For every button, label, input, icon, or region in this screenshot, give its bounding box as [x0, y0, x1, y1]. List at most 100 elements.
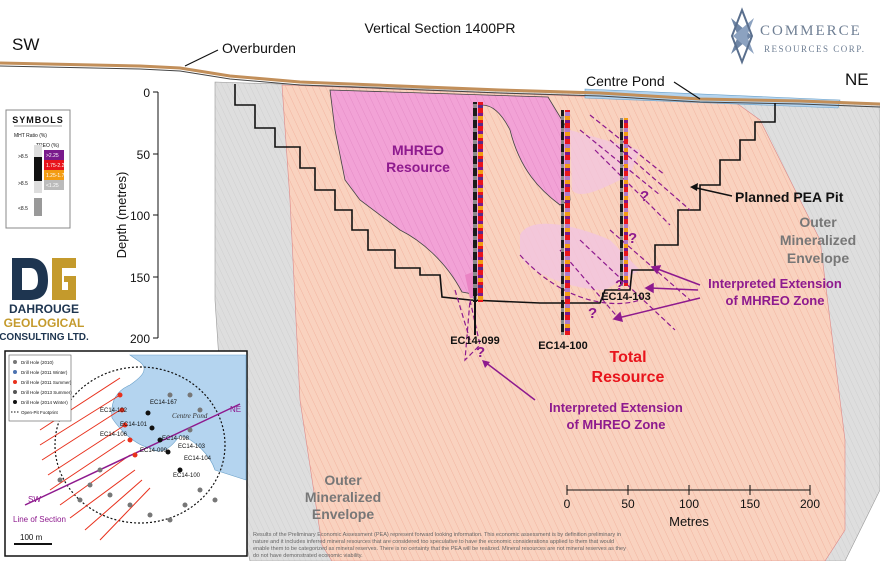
question-mark: ? [476, 344, 485, 361]
inset-pit-footprint [54, 366, 226, 524]
surface-line [0, 65, 880, 108]
inset-map: Drill Hole (2010) Drill Hole (2011 Winte… [4, 350, 248, 557]
interp-bottom-arrow [484, 361, 536, 401]
question-mark: ? [640, 188, 649, 205]
disclaimer-line: do not have demonstrated economic viabil… [253, 553, 363, 559]
inset-legend-item: Open-Pit Footprint [21, 410, 59, 415]
outer-envelope-right-3: Envelope [787, 250, 849, 266]
inset-hole-label: EC14-100 [173, 473, 201, 479]
interp-bottom-label-1: Interpreted Extension [549, 400, 683, 415]
scale-label: Metres [669, 514, 709, 529]
treo-item: 1.25-1.75 [46, 173, 67, 179]
dahrouge-line1: DAHROUGE [9, 302, 79, 316]
depth-axis-label: Depth (metres) [114, 172, 129, 259]
scale-tick: 0 [564, 497, 571, 511]
outer-envelope-right-2: Mineralized [780, 232, 856, 248]
inset-hole-label: EC14-103 [178, 444, 206, 450]
planned-pea-pit-outline [234, 84, 776, 304]
interp-bottom-label-2: of MHREO Zone [567, 417, 666, 432]
inset-ne: NE [230, 405, 241, 414]
inset-legend-item: Drill Hole (2014 Winter) [21, 400, 68, 405]
centre-pond-leader [673, 81, 701, 100]
question-mark: ? [628, 230, 637, 247]
drillhole-ec14-100 [561, 110, 570, 335]
inset-hole-label: EC14-167 [150, 400, 178, 406]
scale-tick: 50 [621, 497, 635, 511]
symbols-mht-title: MHT Ratio (%) [14, 133, 47, 139]
inset-legend-item: Drill Hole (2010) [21, 360, 54, 365]
inset-hole-label: EC14-099 [140, 448, 168, 454]
symbols-title: SYMBOLS [12, 115, 64, 125]
depth-tick: 150 [130, 271, 150, 285]
dahrouge-line2: GEOLOGICAL [4, 316, 85, 330]
scale-tick: 100 [679, 497, 699, 511]
inset-line-of-section-label: Line of Section [13, 515, 66, 524]
planned-pit-arrow [691, 186, 733, 197]
depth-tick: 100 [130, 209, 150, 223]
scale-bar: 0 50 100 150 200 Metres [564, 485, 820, 529]
symbols-treo-title: TREO (%) [36, 143, 59, 149]
depth-axis: 0 50 100 150 200 Depth (metres) [114, 86, 159, 346]
inset-hole-label: EC14-101 [120, 422, 148, 428]
drillhole-label-103: EC14-103 [601, 291, 651, 303]
depth-tick: 200 [130, 332, 150, 346]
total-resource-label-2: Resource [592, 369, 665, 386]
inset-sw: SW [28, 495, 41, 504]
inset-drill-points [57, 392, 218, 523]
overburden-label: Overburden [222, 40, 296, 56]
commerce-subtitle: RESOURCES CORP. [764, 44, 866, 54]
treo-item: >2.25 [46, 153, 59, 159]
total-resource-label-1: Total [609, 349, 646, 366]
interp-bottom-arrowhead [482, 360, 490, 368]
inset-legend-item: Drill Hole (2011 Summer) [21, 380, 72, 385]
section-title: Vertical Section 1400PR [365, 20, 516, 36]
scale-tick: 200 [800, 497, 820, 511]
mhreo-resource-label-2: Resource [386, 159, 450, 175]
question-mark: ? [615, 277, 624, 294]
inset-line-of-section [24, 403, 241, 506]
disclaimer-line: enable them to be categorized as mineral… [253, 546, 626, 552]
commerce-logo: COMMERCE RESOURCES CORP. [730, 7, 866, 65]
commerce-name: COMMERCE [760, 23, 862, 39]
drillhole-ec14-103 [620, 118, 628, 286]
inset-legend-item: Drill Hole (2011 Winter) [21, 370, 68, 375]
depth-tick: 0 [143, 86, 150, 100]
inset-hole-label: EC14-106 [100, 432, 128, 438]
interp-right-label-2: of MHREO Zone [726, 293, 825, 308]
outer-envelope-left-1: Outer [324, 472, 362, 488]
scale-tick: 150 [740, 497, 760, 511]
disclaimer: Results of the Preliminary Economic Asse… [253, 532, 626, 559]
inset-hole-label: EC14-098 [162, 436, 190, 442]
dahrouge-logo: DAHROUGE GEOLOGICAL CONSULTING LTD. [0, 258, 89, 343]
disclaimer-line: nature and it includes inferred mineral … [253, 539, 614, 545]
direction-sw: SW [12, 35, 39, 54]
outer-envelope-right-1: Outer [799, 214, 837, 230]
question-marks: ? ? ? ? ? [476, 188, 649, 361]
inset-hole-label: EC14-104 [184, 456, 212, 462]
inset-drill-traces [39, 377, 151, 541]
inset-hole-label: EC14-102 [100, 408, 128, 414]
centre-pond-label: Centre Pond [586, 73, 665, 89]
mhreo-resource-area [329, 89, 571, 296]
outer-envelope-left-2: Mineralized [305, 489, 381, 505]
outer-envelope-left-3: Envelope [312, 506, 374, 522]
planned-pit-arrowhead [690, 183, 698, 191]
inset-legend-item: Drill Hole (2013 Summer) [21, 390, 72, 395]
disclaimer-line: Results of the Preliminary Economic Asse… [253, 532, 621, 538]
direction-ne: NE [845, 70, 869, 89]
interp-right-arrows [612, 265, 701, 323]
inset-pond [111, 354, 247, 481]
dahrouge-line3: CONSULTING LTD. [0, 332, 89, 343]
depth-tick: 50 [137, 148, 151, 162]
interp-right-label-1: Interpreted Extension [708, 276, 842, 291]
drillhole-label-100: EC14-100 [538, 340, 588, 352]
treo-item: <1.25 [46, 183, 59, 189]
question-mark: ? [588, 305, 597, 322]
mht-item: >8.5 [18, 181, 28, 187]
inset-scale-label: 100 m [20, 533, 43, 542]
interp-zone-right-fill [520, 223, 640, 290]
symbols-legend: SYMBOLS MHT Ratio (%) TREO (%) >8.5 >8.5… [5, 109, 71, 229]
mht-item: <8.5 [18, 206, 28, 212]
